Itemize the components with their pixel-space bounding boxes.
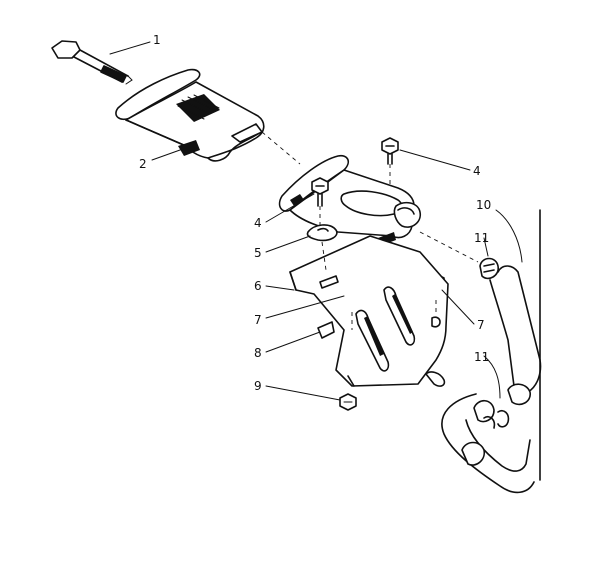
assembly-lines bbox=[261, 131, 479, 330]
callout-11-bottom: 11 bbox=[474, 350, 489, 364]
part-1-handle bbox=[51, 40, 133, 85]
callout-leaders bbox=[109, 41, 523, 401]
callout-2: 2 bbox=[139, 157, 147, 171]
part-housing bbox=[278, 154, 422, 246]
part-10-tubing bbox=[441, 209, 542, 494]
callout-7-right: 7 bbox=[477, 318, 485, 332]
callout-8: 8 bbox=[254, 346, 262, 360]
callout-9: 9 bbox=[254, 379, 262, 393]
callout-6: 6 bbox=[254, 279, 262, 293]
callout-labels: 1 2 4 4 5 6 7 7 8 9 10 11 11 bbox=[139, 33, 491, 393]
part-6-mounting-plate bbox=[289, 235, 449, 387]
callout-4-top: 4 bbox=[473, 164, 481, 178]
callout-1: 1 bbox=[153, 33, 161, 47]
part-9-nut bbox=[339, 393, 357, 411]
callout-4-left: 4 bbox=[254, 216, 262, 230]
part-11-clamp-top bbox=[479, 257, 499, 280]
part-2-paddle bbox=[115, 68, 265, 162]
callout-7-left: 7 bbox=[254, 313, 262, 327]
callout-10: 10 bbox=[476, 198, 491, 212]
screw-4-top bbox=[381, 137, 399, 165]
washer-5 bbox=[306, 224, 338, 242]
callout-11-top: 11 bbox=[474, 231, 489, 245]
part-11-clamp-bottom bbox=[497, 409, 510, 428]
screw-4-left bbox=[311, 177, 329, 207]
callout-5: 5 bbox=[254, 246, 262, 260]
